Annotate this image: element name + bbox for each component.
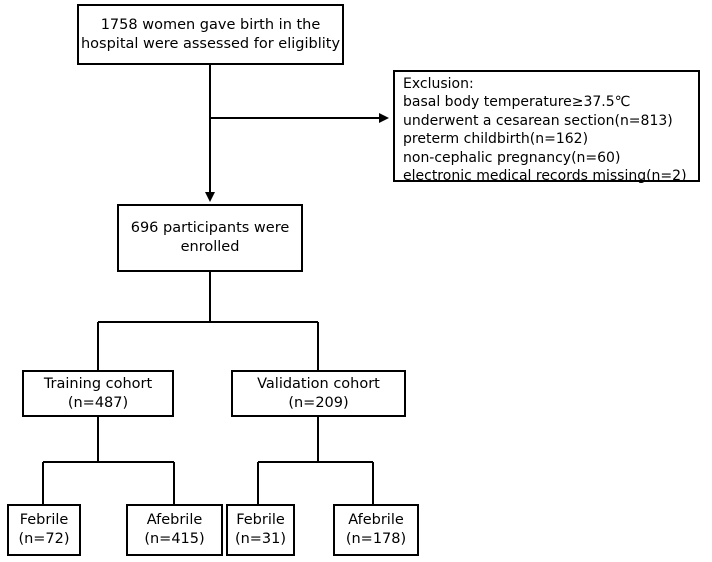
training-afebrile-count: (n=415) xyxy=(144,531,205,547)
training-febrile-box: Febrile (n=72) xyxy=(7,504,81,556)
enrolled-line-2: enrolled xyxy=(180,239,240,255)
validation-febrile-label: Febrile xyxy=(236,512,285,529)
exclusion-heading: Exclusion: xyxy=(403,76,474,92)
validation-cohort-count: (n=209) xyxy=(288,394,349,411)
training-afebrile-box: Afebrile (n=415) xyxy=(126,504,223,556)
exclusion-item-cesarean: underwent a cesarean section(n=813) xyxy=(403,112,673,129)
enrolled-box: 696 participants were enrolled xyxy=(117,204,303,272)
assessed-line-2: hospital were assessed for eligiblity xyxy=(80,35,341,52)
validation-afebrile-count: (n=178) xyxy=(345,531,407,547)
exclusion-item-preterm: preterm childbirth(n=162) xyxy=(403,131,589,148)
validation-afebrile-label: Afebrile xyxy=(348,512,404,529)
assessed-box: 1758 women gave birth in the hospital we… xyxy=(77,4,344,65)
validation-febrile-box: Febrile (n=31) xyxy=(226,504,295,556)
exclusion-item-records-missing: electronic medical records missing(n=2) xyxy=(403,168,687,185)
training-febrile-count: (n=72) xyxy=(18,531,70,547)
training-cohort-label: Training cohort xyxy=(43,375,153,392)
validation-cohort-box: Validation cohort (n=209) xyxy=(231,370,406,417)
validation-afebrile-box: Afebrile (n=178) xyxy=(333,504,419,556)
exclusion-item-non-cephalic: non-cephalic pregnancy(n=60) xyxy=(403,149,621,166)
exclusion-box: Exclusion: basal body temperature≥37.5℃ … xyxy=(393,70,700,185)
exclusion-item-temperature: basal body temperature≥37.5℃ xyxy=(403,94,631,111)
enrolled-line-1: 696 participants were xyxy=(130,220,290,237)
assessed-line-1: 1758 women gave birth in the xyxy=(100,16,321,33)
training-febrile-label: Febrile xyxy=(19,512,69,529)
training-cohort-count: (n=487) xyxy=(67,394,129,411)
validation-febrile-count: (n=31) xyxy=(234,531,287,547)
training-cohort-box: Training cohort (n=487) xyxy=(22,370,174,417)
training-afebrile-label: Afebrile xyxy=(146,512,203,529)
validation-cohort-label: Validation cohort xyxy=(257,375,380,392)
